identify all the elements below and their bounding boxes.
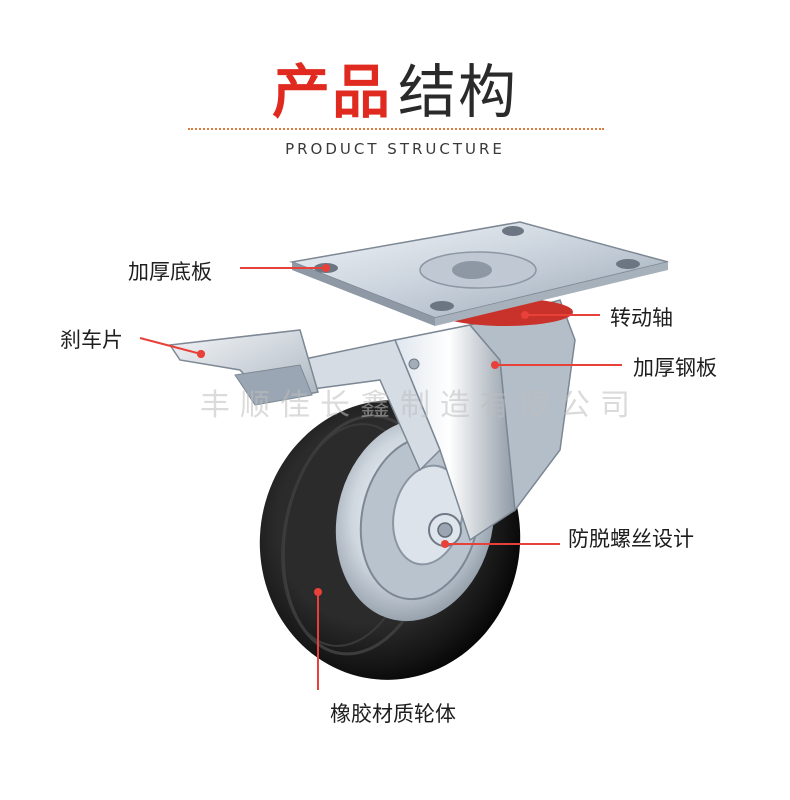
label-brake: 刹车片 [60,328,123,352]
label-base-plate: 加厚底板 [128,260,212,284]
title-dark-part: 结构 [398,58,519,126]
title-red-part: 产品 [271,58,392,126]
title-divider [188,128,604,130]
brake-pedal [168,329,319,406]
page-subtitle: PRODUCT STRUCTURE [285,140,505,158]
leader-dots [197,264,529,596]
page-title: 产品结构 [0,45,790,129]
label-anti-loose-screw: 防脱螺丝设计 [568,527,694,551]
steel-bracket [299,299,576,542]
watermark-text: 丰顺佳长鑫制造有限公司 [200,388,640,423]
label-steel-bracket: 加厚钢板 [633,356,717,380]
leader-lines [139,267,622,690]
base-plate [289,221,669,326]
label-swivel-axle: 转动轴 [610,306,673,330]
label-rubber-wheel: 橡胶材质轮体 [330,702,456,726]
axle-bolt [408,358,462,547]
